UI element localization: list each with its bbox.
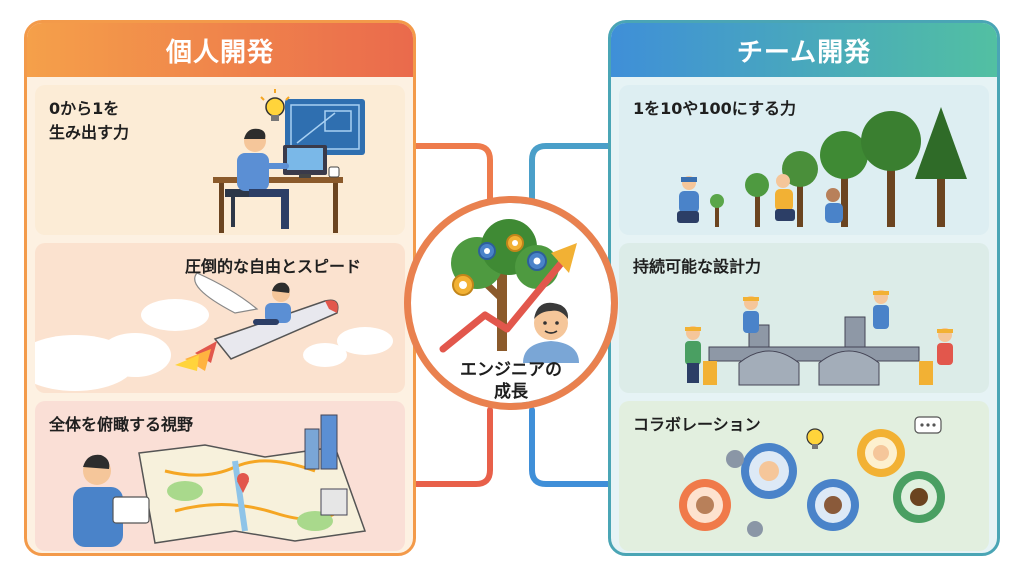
card-freedom-speed: 圧倒的な自由とスピード [35, 243, 405, 393]
team-development-header: チーム開発 [611, 23, 997, 77]
individual-development-title: 個人開発 [165, 37, 274, 68]
card-zero-to-one-label: 0から1を 生み出す力 [49, 99, 130, 142]
engineer-growth-label-line1: エンジニアの [460, 360, 562, 380]
engineer-avatar-icon [523, 302, 579, 363]
card-big-picture: 全体を俯瞰する視野 [35, 401, 405, 551]
engineer-growth-label-line2: 成長 [494, 382, 528, 402]
growth-arrow-icon [439, 243, 577, 353]
chat-bubble-icon [914, 416, 942, 434]
card-scale-up: 1を10や100にする力 [619, 85, 989, 235]
rider-person-icon [253, 282, 291, 325]
individual-development-panel: 個人開発 [24, 20, 416, 556]
gear-icon [452, 234, 547, 296]
collaboration-illustration [679, 416, 945, 537]
growth-illustration [439, 219, 579, 363]
engineer-growth-circle: エンジニアの 成長 [404, 196, 618, 410]
arrow-to-right-top [529, 143, 619, 203]
card-sustainable-design-label: 持続可能な設計力 [633, 257, 762, 276]
desk-icon [213, 145, 343, 233]
map-illustration [73, 414, 367, 547]
team-member-faces-icon [696, 445, 928, 514]
arrow-to-right-bottom [529, 407, 619, 487]
rocket-icon [175, 272, 339, 371]
developer-desk-illustration [213, 89, 365, 233]
builder-person-icon [685, 290, 953, 383]
team-development-panel: チーム開発 [608, 20, 1000, 556]
gardener-person-icon [775, 174, 843, 223]
forest-illustration [677, 107, 967, 227]
card-scale-up-label: 1を10や100にする力 [633, 99, 796, 118]
rocket-illustration [35, 272, 393, 391]
planter-person-icon [677, 176, 699, 223]
lightbulb-icon [260, 89, 290, 121]
viewer-person-icon [73, 454, 150, 547]
arrow-to-left-bottom [403, 407, 493, 487]
card-sustainable-design: 持続可能な設計力 [619, 243, 989, 393]
team-development-title: チーム開発 [736, 37, 872, 68]
card-zero-to-one: 0から1を 生み出す力 [35, 85, 405, 235]
bridge-icon [703, 316, 933, 386]
tree-icon [710, 107, 967, 227]
individual-development-header: 個人開発 [27, 23, 413, 77]
card-collaboration-label: コラボレーション [633, 415, 761, 434]
card-big-picture-label: 全体を俯瞰する視野 [49, 415, 194, 434]
card-collaboration: コラボレーション [619, 401, 989, 551]
building-icon [304, 414, 348, 516]
arrow-to-left-top [403, 143, 493, 203]
card-freedom-speed-label: 圧倒的な自由とスピード [185, 257, 362, 276]
cloud-icon [35, 299, 393, 391]
developer-person-icon [225, 128, 289, 229]
tree-icon [451, 219, 559, 351]
lightbulb-icon [806, 428, 824, 449]
bridge-illustration [685, 290, 953, 386]
